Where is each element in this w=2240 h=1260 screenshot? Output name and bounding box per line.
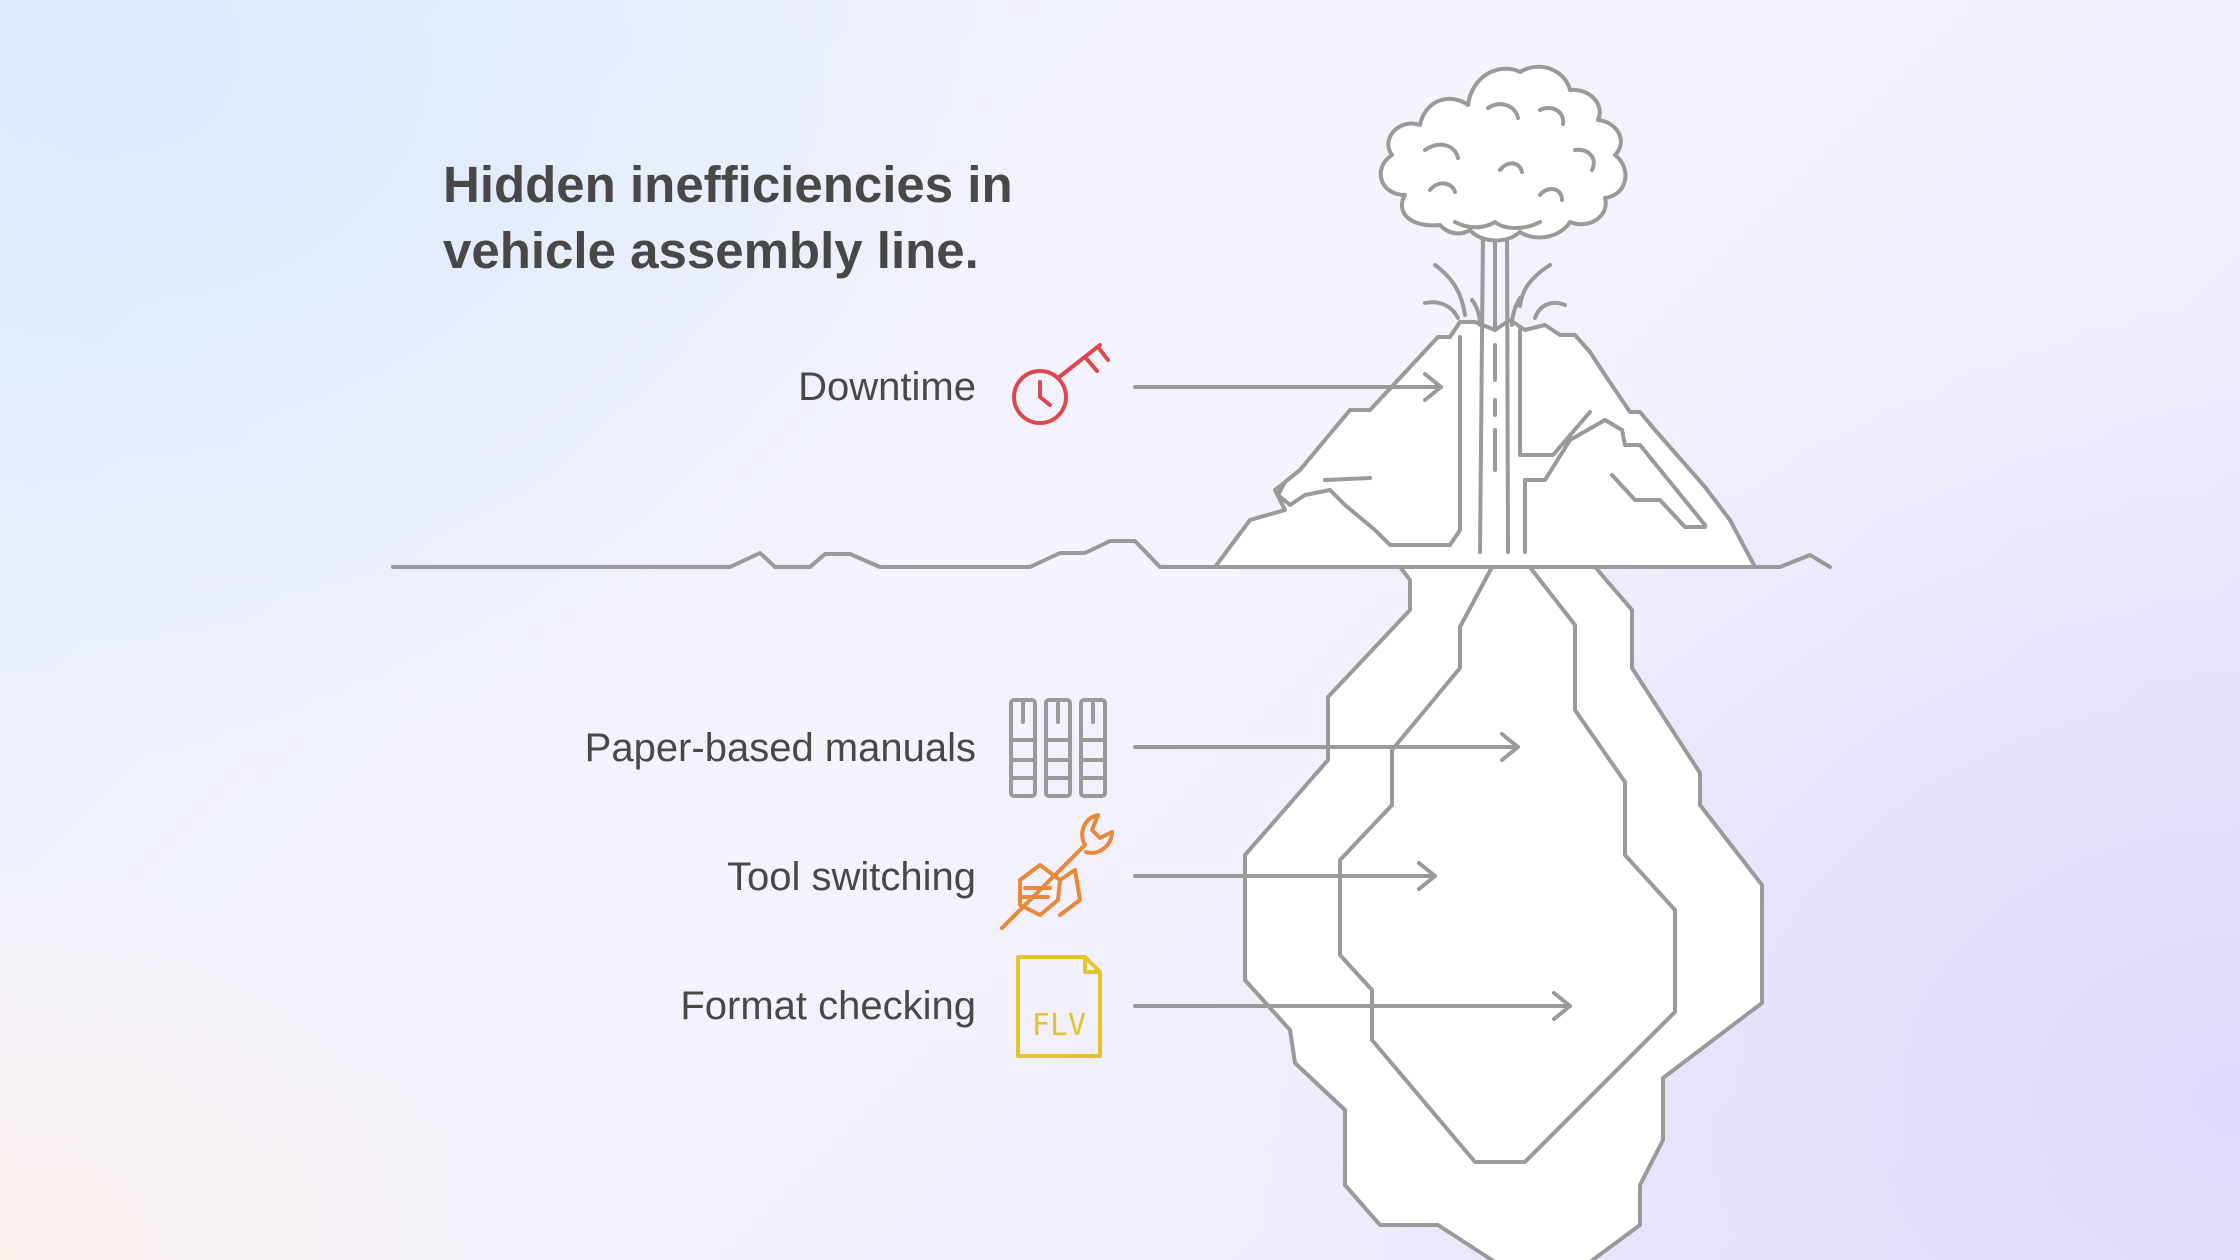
arrow-downtime (1133, 372, 1443, 402)
water-line-right (1753, 553, 1832, 569)
arrow-tool-switching (1133, 861, 1437, 891)
arrow-paper-based-manuals (1133, 732, 1520, 762)
binders-icon (1009, 698, 1107, 798)
eruption-cloud (1378, 64, 1628, 243)
flv-file-icon (1016, 955, 1102, 1058)
timer-key-icon (1012, 343, 1110, 425)
flv-file-icon-text: FLV (1032, 1008, 1086, 1043)
arrow-format-checking (1133, 991, 1572, 1021)
hand-wrench-icon (1000, 813, 1114, 930)
label-downtime: Downtime (798, 365, 976, 409)
label-paper-based-manuals: Paper-based manuals (584, 726, 976, 770)
label-format-checking: Format checking (680, 984, 976, 1028)
iceberg-tip (1213, 318, 1757, 569)
label-tool-switching: Tool switching (726, 855, 976, 899)
iceberg-underwater-inner (1338, 550, 1677, 1164)
iceberg-underwater-outer (1243, 565, 1764, 1260)
water-line-left (391, 539, 1217, 569)
